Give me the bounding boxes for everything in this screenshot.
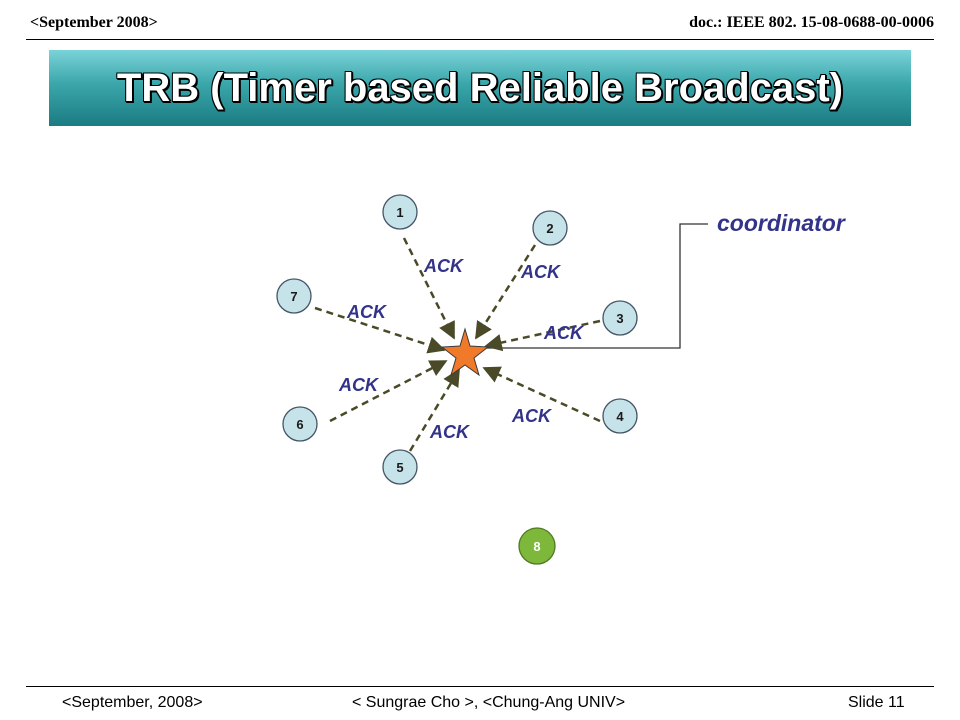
- header-date: <September 2008>: [30, 14, 158, 31]
- node-8-label: 8: [533, 539, 540, 554]
- node-7-label: 7: [290, 289, 297, 304]
- node-3: 3: [602, 300, 638, 336]
- ack-label-5: ACK: [429, 422, 471, 442]
- node-3-label: 3: [616, 311, 623, 326]
- ack-arrow-7: [314, 306, 446, 354]
- node-1-label: 1: [396, 205, 403, 220]
- node-4-label: 4: [616, 409, 624, 424]
- footer-date: <September, 2008>: [62, 694, 203, 711]
- ack-arrows: [314, 237, 601, 452]
- ack-label-2: ACK: [520, 262, 562, 282]
- node-6: 6: [282, 406, 318, 442]
- node-8: 8: [518, 527, 556, 565]
- footer-rule: [26, 686, 934, 687]
- header-rule: [26, 39, 934, 40]
- node-1: 1: [382, 194, 418, 230]
- node-5-label: 5: [396, 460, 403, 475]
- ack-arrow-1: [402, 237, 456, 340]
- ack-label-4: ACK: [511, 406, 553, 426]
- ack-label-7: ACK: [346, 302, 388, 322]
- ack-label-6: ACK: [338, 375, 380, 395]
- slide-title: TRB (Timer based Reliable Broadcast): [116, 65, 844, 110]
- header-doc-id: doc.: IEEE 802. 15-08-0688-00-0006: [689, 14, 934, 31]
- ack-arrow-4: [482, 366, 601, 423]
- footer-author: < Sungrae Cho >, <Chung-Ang UNIV>: [352, 694, 626, 711]
- coordinator-label: coordinator: [717, 210, 846, 236]
- ack-arrow-5: [408, 368, 461, 452]
- ack-arrow-6: [329, 359, 448, 423]
- slide-number: Slide 11: [848, 694, 905, 711]
- node-2: 2: [532, 210, 568, 246]
- coordinator-connector: [485, 223, 708, 349]
- ack-label-3: ACK: [543, 323, 585, 343]
- ack-arrow-2: [474, 244, 537, 340]
- node-6-label: 6: [296, 417, 303, 432]
- node-7: 7: [276, 278, 312, 314]
- coordinator-star: [440, 327, 490, 377]
- node-2-label: 2: [546, 221, 553, 236]
- node-5: 5: [382, 449, 418, 485]
- title-bar: TRB (Timer based Reliable Broadcast): [49, 50, 911, 126]
- ack-label-1: ACK: [423, 256, 465, 276]
- ack-arrow-3: [484, 319, 601, 352]
- node-4: 4: [602, 398, 638, 434]
